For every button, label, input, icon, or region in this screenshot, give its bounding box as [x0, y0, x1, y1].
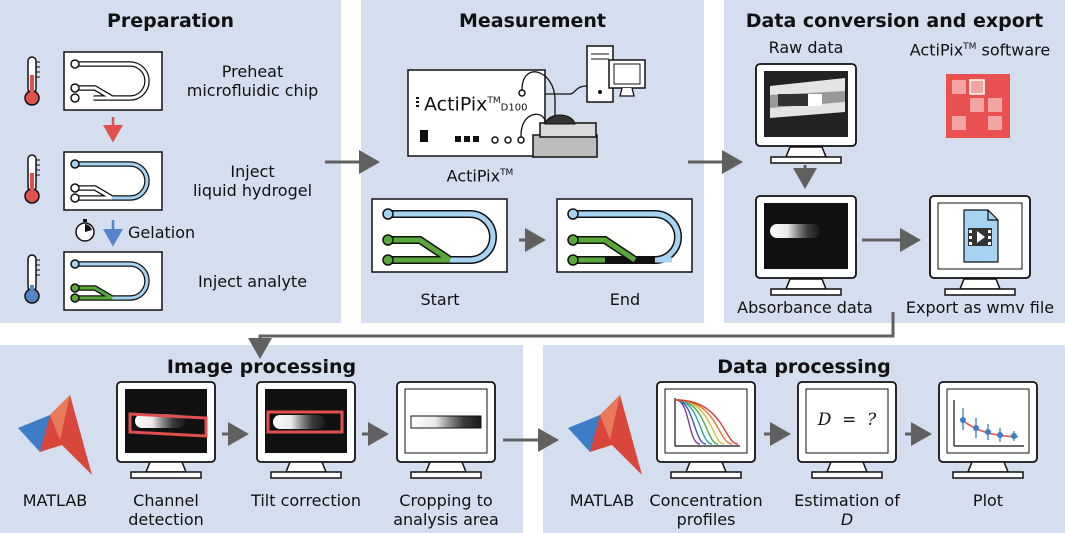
step-line: profiles — [676, 510, 736, 529]
monitor-plot — [938, 381, 1038, 479]
monitor-absorbance-data — [755, 195, 857, 296]
step-label-channel-detection: Channel detection — [110, 491, 222, 529]
monitor-cropping — [396, 381, 496, 479]
step-line: Estimation of — [794, 491, 900, 510]
matlab-label: MATLAB — [22, 491, 88, 510]
flow-arrow — [248, 312, 895, 359]
step-line: liquid hydrogel — [192, 181, 313, 200]
step-label-concentration-profiles: Concentration profiles — [646, 491, 766, 529]
panel-title-measurement: Measurement — [459, 10, 606, 32]
panel-title-data-processing: Data processing — [717, 356, 891, 378]
step-line: Cropping to — [399, 491, 493, 510]
chip-empty — [63, 51, 163, 111]
step-label-plot: Plot — [972, 491, 1004, 510]
software-name: ActiPix — [909, 40, 964, 60]
step-label-tilt-correction: Tilt correction — [251, 491, 361, 510]
matlab-logo-icon — [18, 395, 92, 475]
device-name: ActiPix — [424, 93, 488, 116]
step-label-inject-hydrogel: Inject liquid hydrogel — [185, 162, 320, 200]
video-file-icon — [963, 209, 999, 263]
monitor-estimation — [797, 381, 897, 479]
stopwatch-icon — [75, 219, 95, 242]
monitor-tilt-correction — [256, 381, 356, 479]
panel-title-conversion: Data conversion and export — [745, 10, 1044, 32]
actipix-device — [407, 69, 556, 157]
chip-start — [371, 198, 508, 273]
matlab-label: MATLAB — [569, 491, 635, 510]
thermometer-cold-icon — [24, 254, 40, 304]
device-brand-text: ActiPixTMD100 — [424, 92, 527, 117]
device-caption-name: ActiPix — [446, 166, 501, 186]
step-line: analysis area — [393, 510, 499, 529]
absorbance-data-label: Absorbance data — [737, 298, 873, 317]
equation-text: D = ? — [817, 410, 877, 430]
software-label: ActiPixTM software — [900, 38, 1060, 59]
panel-title-preparation: Preparation — [107, 10, 234, 32]
step-line: Preheat — [221, 62, 284, 81]
export-label: Export as wmv file — [905, 298, 1055, 317]
matlab-logo-icon — [568, 395, 642, 475]
step-line: Channel — [133, 491, 199, 510]
monitor-concentration-profiles — [656, 381, 756, 479]
software-suffix: software — [976, 40, 1051, 60]
raw-data-label: Raw data — [768, 38, 844, 57]
step-line: microfluidic chip — [186, 81, 319, 100]
device-caption: ActiPixTM — [430, 164, 530, 185]
chip-analyte — [63, 251, 163, 311]
step-label-preheat: Preheat microfluidic chip — [185, 62, 320, 100]
end-label: End — [609, 290, 641, 309]
detector-icon — [532, 114, 598, 158]
step-label-cropping: Cropping to analysis area — [384, 491, 508, 529]
step-line: detection — [128, 510, 204, 529]
actipix-software-icon — [946, 74, 1010, 138]
gelation-label: Gelation — [128, 223, 196, 242]
chip-hydrogel — [63, 151, 163, 211]
device-tm: TM — [487, 96, 501, 106]
step-label-inject-analyte: Inject analyte — [197, 272, 308, 291]
monitor-raw-data — [755, 63, 857, 164]
chip-end — [556, 198, 693, 273]
monitor-channel-detection — [116, 381, 216, 479]
preparation-panel — [0, 0, 341, 323]
panel-title-image-processing: Image processing — [166, 356, 357, 378]
device-model: D100 — [500, 102, 528, 114]
thermometer-hot-icon — [24, 154, 40, 204]
step-label-estimation: Estimation of D — [786, 491, 908, 529]
device-caption-tm: TM — [500, 168, 514, 178]
computer-icon — [545, 45, 646, 103]
monitor-export — [929, 195, 1031, 296]
step-line: Inject — [230, 162, 275, 181]
thermometer-hot-icon — [24, 56, 40, 106]
software-tm: TM — [963, 42, 977, 52]
step-line-d: D — [840, 510, 854, 529]
step-line: Concentration — [649, 491, 763, 510]
start-label: Start — [420, 290, 460, 309]
